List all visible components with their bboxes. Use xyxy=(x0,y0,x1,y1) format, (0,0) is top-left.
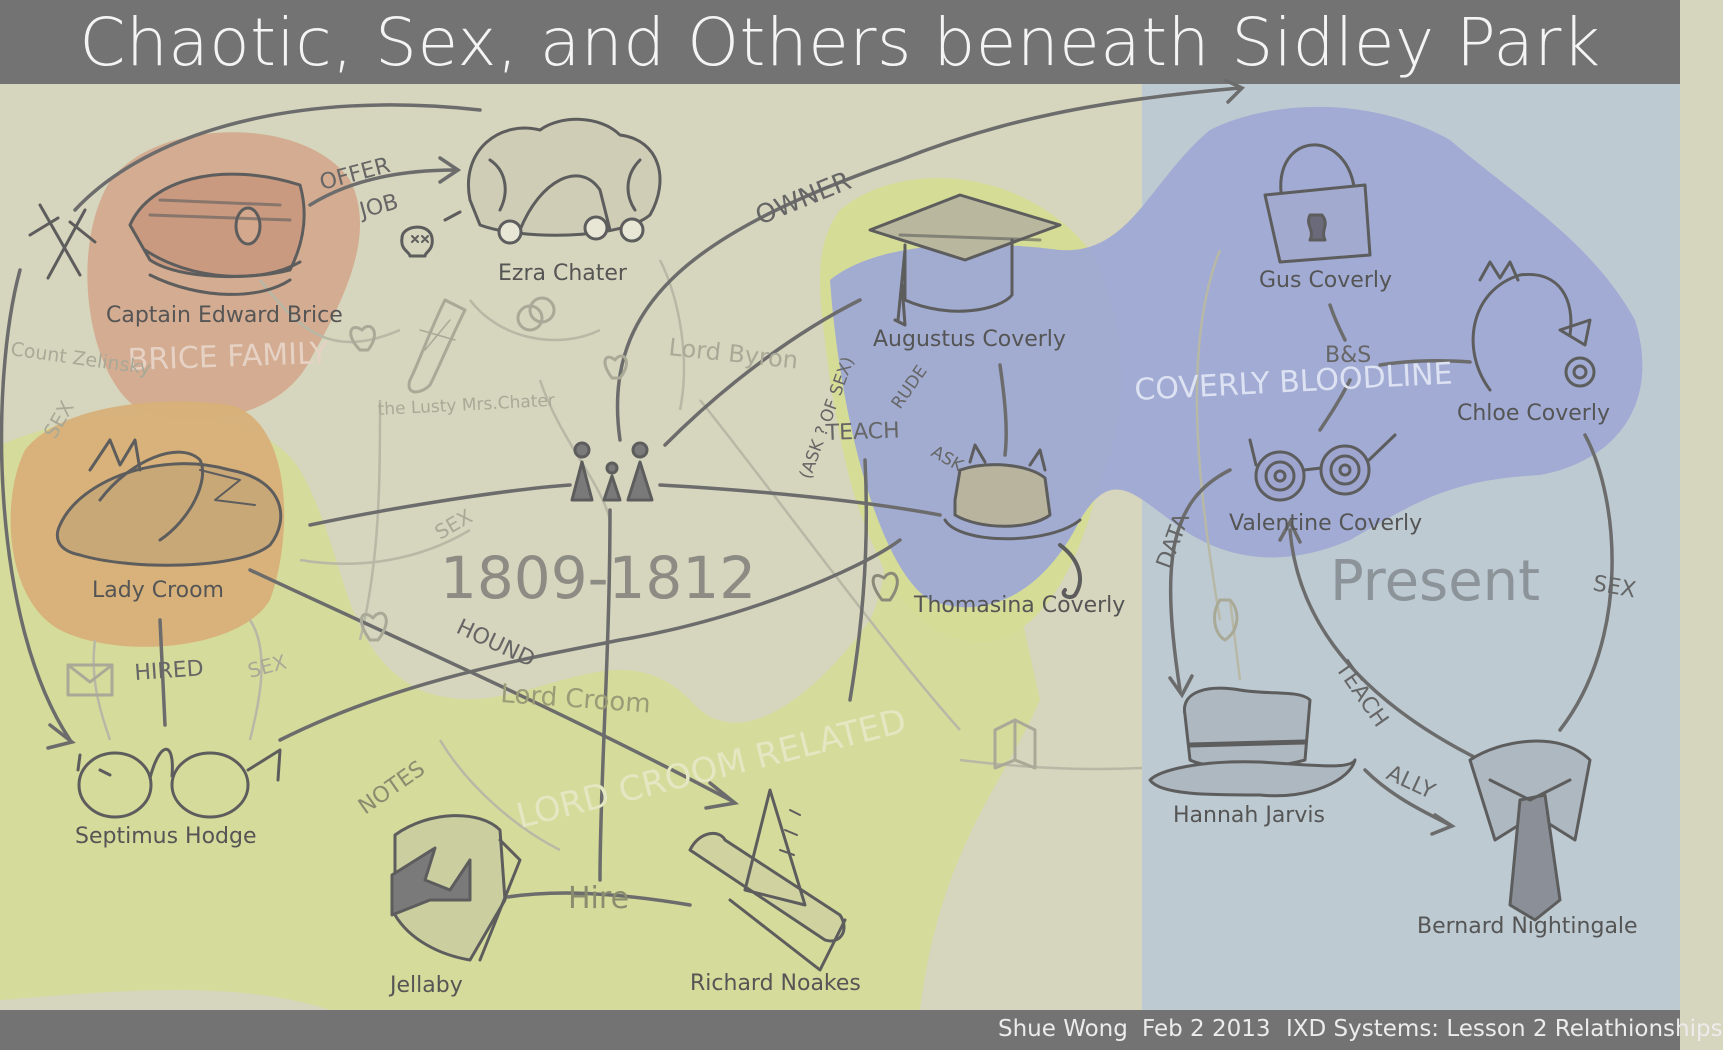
line-hire xyxy=(488,891,692,907)
envelope-icon xyxy=(66,663,114,697)
label-ezra-chater: Ezra Chater xyxy=(498,261,628,286)
relationship-map: 1809-1812 Present BRICE FAMILY COVERLY B… xyxy=(0,78,1680,1010)
faint-connections xyxy=(92,249,1242,852)
footer-course: IXD Systems: Lesson 2 Relathionships xyxy=(1286,1016,1723,1042)
relation-lines xyxy=(0,86,1614,907)
label-noakes: Richard Noakes xyxy=(690,971,861,996)
footer-date: Feb 2 2013 xyxy=(1142,1016,1271,1042)
line-bs-chloe xyxy=(1378,359,1472,367)
captain-hat-icon xyxy=(128,172,306,296)
label-augustus: Augustus Coverly xyxy=(873,327,1066,352)
line-data xyxy=(1168,468,1232,692)
label-jellaby: Jellaby xyxy=(388,973,463,998)
line-hired xyxy=(158,618,167,727)
label-captain-brice: Captain Edward Brice xyxy=(106,303,343,328)
line-offer-job xyxy=(308,168,457,207)
leaf-icon xyxy=(1213,598,1239,642)
line-owner xyxy=(615,86,1242,442)
line-family-lady-croom xyxy=(308,483,572,527)
label-septimus: Septimus Hodge xyxy=(75,824,257,849)
label-valentine: Valentine Coverly xyxy=(1229,511,1422,536)
bowtie-icon xyxy=(390,814,522,962)
spiral-glasses-icon xyxy=(1248,433,1397,502)
line-septimus-lord-croom xyxy=(278,538,902,742)
rel-hired: HIRED xyxy=(134,656,205,686)
fedora-icon xyxy=(1148,686,1357,798)
label-lady-croom: Lady Croom xyxy=(92,578,224,603)
skull-icon xyxy=(400,210,462,258)
footer-author: Shue Wong xyxy=(998,1016,1128,1042)
family-icon xyxy=(570,441,654,502)
rel-bs: B&S xyxy=(1325,343,1371,368)
cake-hat-icon xyxy=(943,443,1082,600)
arrowheads xyxy=(46,78,1456,836)
rel-hire: Hire xyxy=(568,881,629,916)
swords-icon xyxy=(28,203,97,280)
group-brice-label: BRICE FAMILY xyxy=(127,336,329,378)
line-bs-valentine xyxy=(1318,378,1352,432)
tiara-icon xyxy=(1471,260,1596,392)
padlock-icon xyxy=(1263,143,1372,264)
line-left-septimus xyxy=(0,268,72,742)
line-family-thomasina xyxy=(658,483,942,517)
era-past-label: 1809-1812 xyxy=(440,544,756,612)
line-teach-present xyxy=(1288,528,1482,762)
label-chloe: Chloe Coverly xyxy=(1457,401,1610,426)
title-bar: Chaotic, Sex, and Others beneath Sidley … xyxy=(0,0,1680,84)
feathered-hat-icon xyxy=(56,438,283,567)
jester-hat-icon xyxy=(467,117,662,245)
line-chloe-bernard xyxy=(1558,433,1614,732)
line-top-arc xyxy=(73,103,482,212)
label-bernard: Bernard Nightingale xyxy=(1417,914,1638,939)
label-hannah: Hannah Jarvis xyxy=(1173,803,1325,828)
label-thomasina: Thomasina Coverly xyxy=(913,593,1125,618)
collar-tie-icon xyxy=(1468,739,1592,922)
line-family-augustus xyxy=(663,298,862,447)
footer-bar: Shue Wong Feb 2 2013 IXD Systems: Lesson… xyxy=(0,1010,1723,1050)
line-augustus-thomasina xyxy=(998,363,1008,457)
line-family-down xyxy=(598,508,612,882)
rel-teach: TEACH xyxy=(824,418,900,446)
page-title: Chaotic, Sex, and Others beneath Sidley … xyxy=(79,3,1601,81)
mortarboard-icon xyxy=(868,193,1062,327)
line-hound xyxy=(248,568,732,802)
label-gus: Gus Coverly xyxy=(1259,268,1392,293)
heart-icon xyxy=(349,324,899,642)
rings-icon xyxy=(516,296,556,332)
line-teach-circle xyxy=(848,458,869,702)
book-icon xyxy=(993,718,1037,770)
spectacles-icon xyxy=(76,747,282,819)
drafting-tools-icon xyxy=(688,788,847,972)
stocking-icon xyxy=(407,298,467,394)
line-gus-bs xyxy=(1328,303,1347,342)
era-present-label: Present xyxy=(1330,549,1540,614)
